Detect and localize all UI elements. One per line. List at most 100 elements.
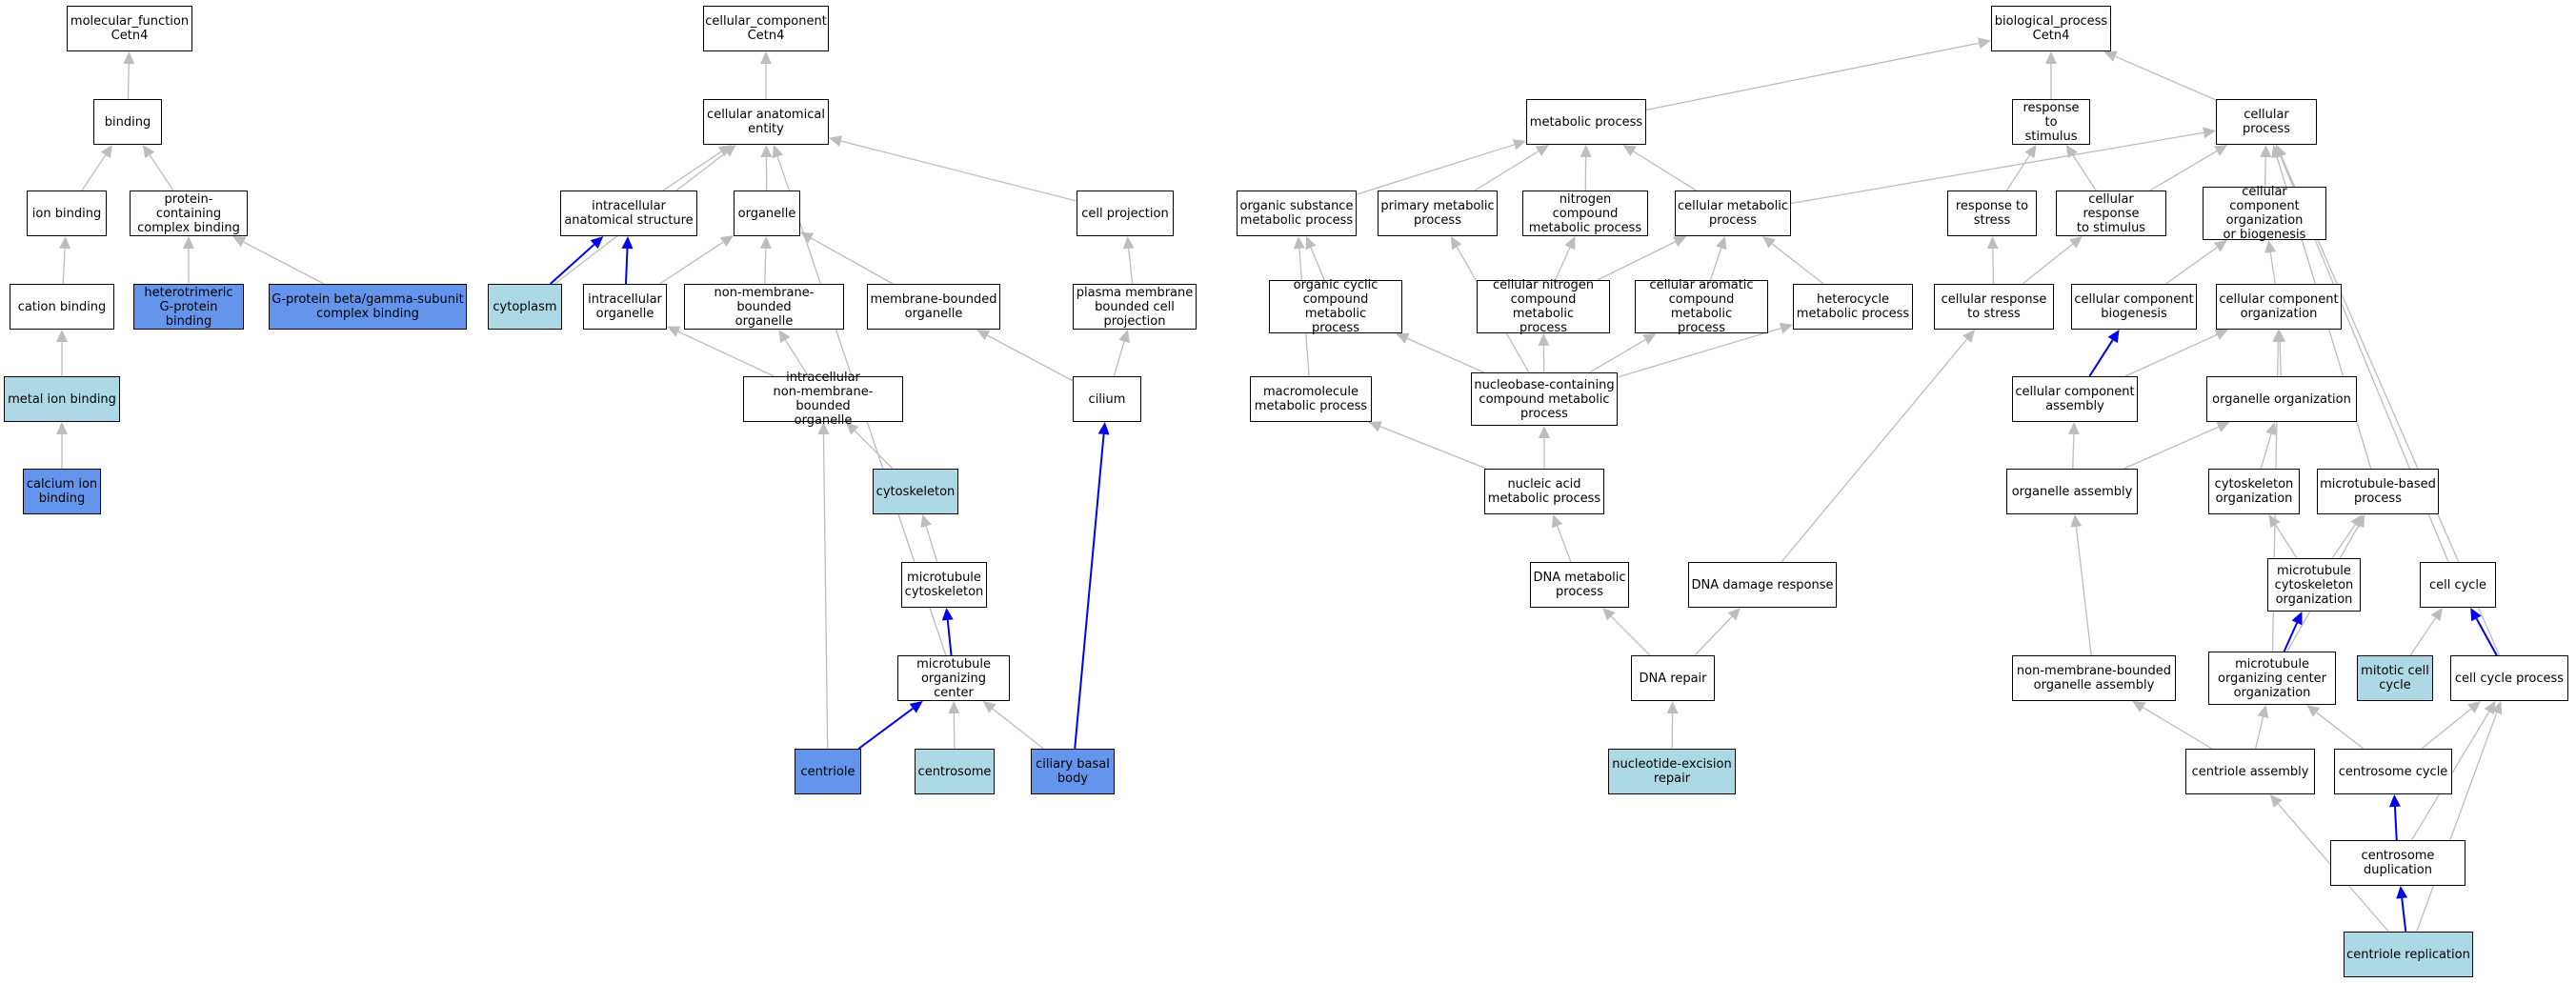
edge-line: [1617, 327, 1781, 378]
go-term-node-binding[interactable]: binding: [93, 99, 162, 145]
go-term-node-hgpb[interactable]: heterotrimeric G-protein binding: [133, 284, 244, 330]
edge-inmbo-to-nmbo: [778, 330, 810, 377]
edge-arrowhead: [1564, 236, 1576, 251]
go-term-node-mmp[interactable]: macromolecule metabolic process: [1250, 376, 1372, 422]
go-term-node-cyto[interactable]: cytoplasm: [488, 284, 562, 330]
edge-line: [1771, 243, 1824, 285]
edge-cbb-to-mtoc: [982, 701, 1044, 750]
go-term-node-cacmp[interactable]: cellular aromatic compound metabolic pro…: [1635, 278, 1768, 335]
go-term-node-cmp[interactable]: cellular metabolic process: [1675, 191, 1791, 236]
go-term-node-ias[interactable]: intracellular anatomical structure: [560, 191, 697, 236]
go-term-node-ccbio[interactable]: cellular component biogenesis: [2071, 284, 2197, 330]
go-term-node-pcb[interactable]: protein-containing complex binding: [130, 191, 248, 236]
go-term-node-namp[interactable]: nucleic acid metabolic process: [1484, 469, 1604, 514]
go-term-node-mf[interactable]: molecular_function Cetn4: [67, 6, 192, 51]
edge-arrowhead: [1666, 701, 1679, 714]
edge-arrowhead: [909, 701, 923, 713]
go-term-node-metp[interactable]: metabolic process: [1526, 99, 1646, 145]
edge-mtoc-to-mtcs: [941, 608, 954, 656]
edge-arrowhead: [719, 235, 734, 248]
edge-csd-to-csc: [2388, 794, 2401, 841]
go-term-node-mbo[interactable]: membrane-bounded organelle: [867, 284, 1000, 330]
go-term-node-gpbg[interactable]: G-protein beta/gamma-subunit complex bin…: [269, 284, 467, 330]
edge-arrowhead: [846, 422, 859, 435]
go-term-node-mtcs[interactable]: microtubule cytoskeleton: [901, 562, 987, 608]
edge-arrowhead: [817, 422, 830, 435]
edge-line: [946, 619, 953, 656]
go-term-node-rts[interactable]: response to stimulus: [2012, 99, 2090, 145]
edge-nbccmp-to-hmp: [1617, 322, 1793, 378]
edge-line: [822, 433, 829, 750]
edge-cncmp-to-ncmp: [1554, 236, 1576, 281]
edge-line: [2254, 716, 2264, 750]
go-term-node-ccp[interactable]: cell cycle process: [2450, 655, 2568, 701]
go-term-node-cr[interactable]: centriole replication: [2344, 932, 2473, 977]
go-term-node-catb[interactable]: cation binding: [10, 284, 114, 330]
edge-oa-to-cca: [2067, 422, 2080, 470]
go-term-node-csd[interactable]: centrosome duplication: [2330, 840, 2465, 886]
go-term-node-centrosome[interactable]: centrosome: [915, 749, 995, 794]
go-term-node-org[interactable]: organelle: [734, 191, 800, 236]
go-term-node-dnamp[interactable]: DNA metabolic process: [1530, 562, 1629, 608]
edge-mcsorg-to-csorg: [2268, 514, 2298, 559]
go-term-node-mtbp[interactable]: microtubule-based process: [2317, 469, 2439, 514]
go-term-node-cilium[interactable]: cilium: [1073, 376, 1141, 422]
go-term-node-rtstress[interactable]: response to stress: [1947, 191, 2037, 236]
go-term-node-dnarep[interactable]: DNA repair: [1631, 655, 1715, 701]
go-term-node-crtstress[interactable]: cellular response to stress: [1934, 284, 2054, 330]
go-term-node-mcc[interactable]: mitotic cell cycle: [2357, 655, 2433, 701]
go-term-node-mcsorg[interactable]: microtubule cytoskeleton organization: [2267, 558, 2361, 612]
go-term-node-ddr[interactable]: DNA damage response: [1688, 562, 1837, 608]
go-term-node-ccorg[interactable]: cellular component organization: [2216, 284, 2342, 330]
edge-arrowhead: [1450, 236, 1462, 251]
go-term-node-hmp[interactable]: heterocycle metabolic process: [1793, 284, 1913, 330]
go-term-node-ner[interactable]: nucleotide-excision repair: [1608, 749, 1736, 794]
edge-arrowhead: [2467, 701, 2482, 713]
edge-iorg-to-org: [659, 235, 734, 285]
edge-arrowhead: [2430, 608, 2443, 622]
edge-arrowhead: [1580, 145, 1592, 158]
go-term-node-nmboa[interactable]: non-membrane-bounded organelle assembly: [2012, 655, 2176, 701]
go-term-node-cib[interactable]: calcium ion binding: [23, 469, 101, 514]
go-term-node-mtocorg[interactable]: microtubule organizing center organizati…: [2208, 652, 2336, 705]
go-term-node-cellcycle[interactable]: cell cycle: [2420, 562, 2496, 608]
go-term-node-csorg[interactable]: cytoskeleton organization: [2208, 469, 2300, 514]
edge-arrowhead: [590, 236, 604, 250]
go-term-node-ccob[interactable]: cellular component organization or bioge…: [2203, 185, 2326, 242]
edge-arrowhead: [2203, 127, 2216, 139]
go-term-node-orgorg[interactable]: organelle organization: [2206, 376, 2357, 422]
go-term-node-cae[interactable]: cellular anatomical entity: [703, 99, 829, 145]
go-term-node-cproj[interactable]: cell projection: [1077, 191, 1174, 236]
go-term-node-cncmp[interactable]: cellular nitrogen compound metabolic pro…: [1477, 278, 1610, 335]
go-term-node-nbccmp[interactable]: nucleobase-containing compound metabolic…: [1471, 372, 1618, 426]
edge-line: [2331, 524, 2356, 559]
edge-centrosome-to-mtoc: [948, 701, 960, 750]
go-term-node-ncmp[interactable]: nitrogen compound metabolic process: [1522, 191, 1648, 236]
go-term-node-ionb[interactable]: ion binding: [27, 191, 107, 236]
go-term-node-cca[interactable]: cellular component assembly: [2012, 376, 2138, 422]
go-term-node-centriole[interactable]: centriole: [795, 749, 861, 794]
go-term-node-ca[interactable]: centriole assembly: [2185, 749, 2315, 794]
go-term-node-nmbo[interactable]: non-membrane-bounded organelle: [684, 284, 844, 330]
go-term-node-cytosk[interactable]: cytoskeleton: [873, 469, 958, 514]
go-term-node-cbb[interactable]: ciliary basal body: [1031, 749, 1115, 794]
go-term-node-mtoc[interactable]: microtubule organizing center: [897, 655, 1010, 701]
go-term-node-occmp[interactable]: organic cyclic compound metabolic proces…: [1269, 278, 1402, 335]
go-term-node-csc[interactable]: centrosome cycle: [2334, 749, 2452, 794]
go-term-node-bp[interactable]: biological_process Cetn4: [1991, 6, 2111, 51]
go-term-node-pmbcp[interactable]: plasma membrane bounded cell projection: [1073, 284, 1197, 330]
go-term-node-osmp[interactable]: organic substance metabolic process: [1237, 191, 1357, 236]
go-term-node-inmbo[interactable]: intracellular non-membrane-bounded organ…: [743, 371, 903, 428]
go-term-node-mib[interactable]: metal ion binding: [4, 376, 120, 422]
go-term-node-crts[interactable]: cellular response to stimulus: [2056, 191, 2166, 236]
go-term-node-pmp[interactable]: primary metabolic process: [1378, 191, 1498, 236]
edge-arrowhead: [2484, 701, 2496, 715]
go-term-node-cc[interactable]: cellular_component Cetn4: [703, 6, 829, 51]
go-term-node-oa[interactable]: organelle assembly: [2006, 469, 2138, 514]
go-term-node-cellp[interactable]: cellular process: [2216, 99, 2317, 145]
edge-line: [1310, 247, 1325, 281]
go-term-node-iorg[interactable]: intracellular organelle: [583, 284, 667, 330]
edge-dnamp-to-namp: [1552, 514, 1572, 563]
edge-arrowhead: [1396, 332, 1410, 344]
edge-line: [2142, 707, 2213, 750]
